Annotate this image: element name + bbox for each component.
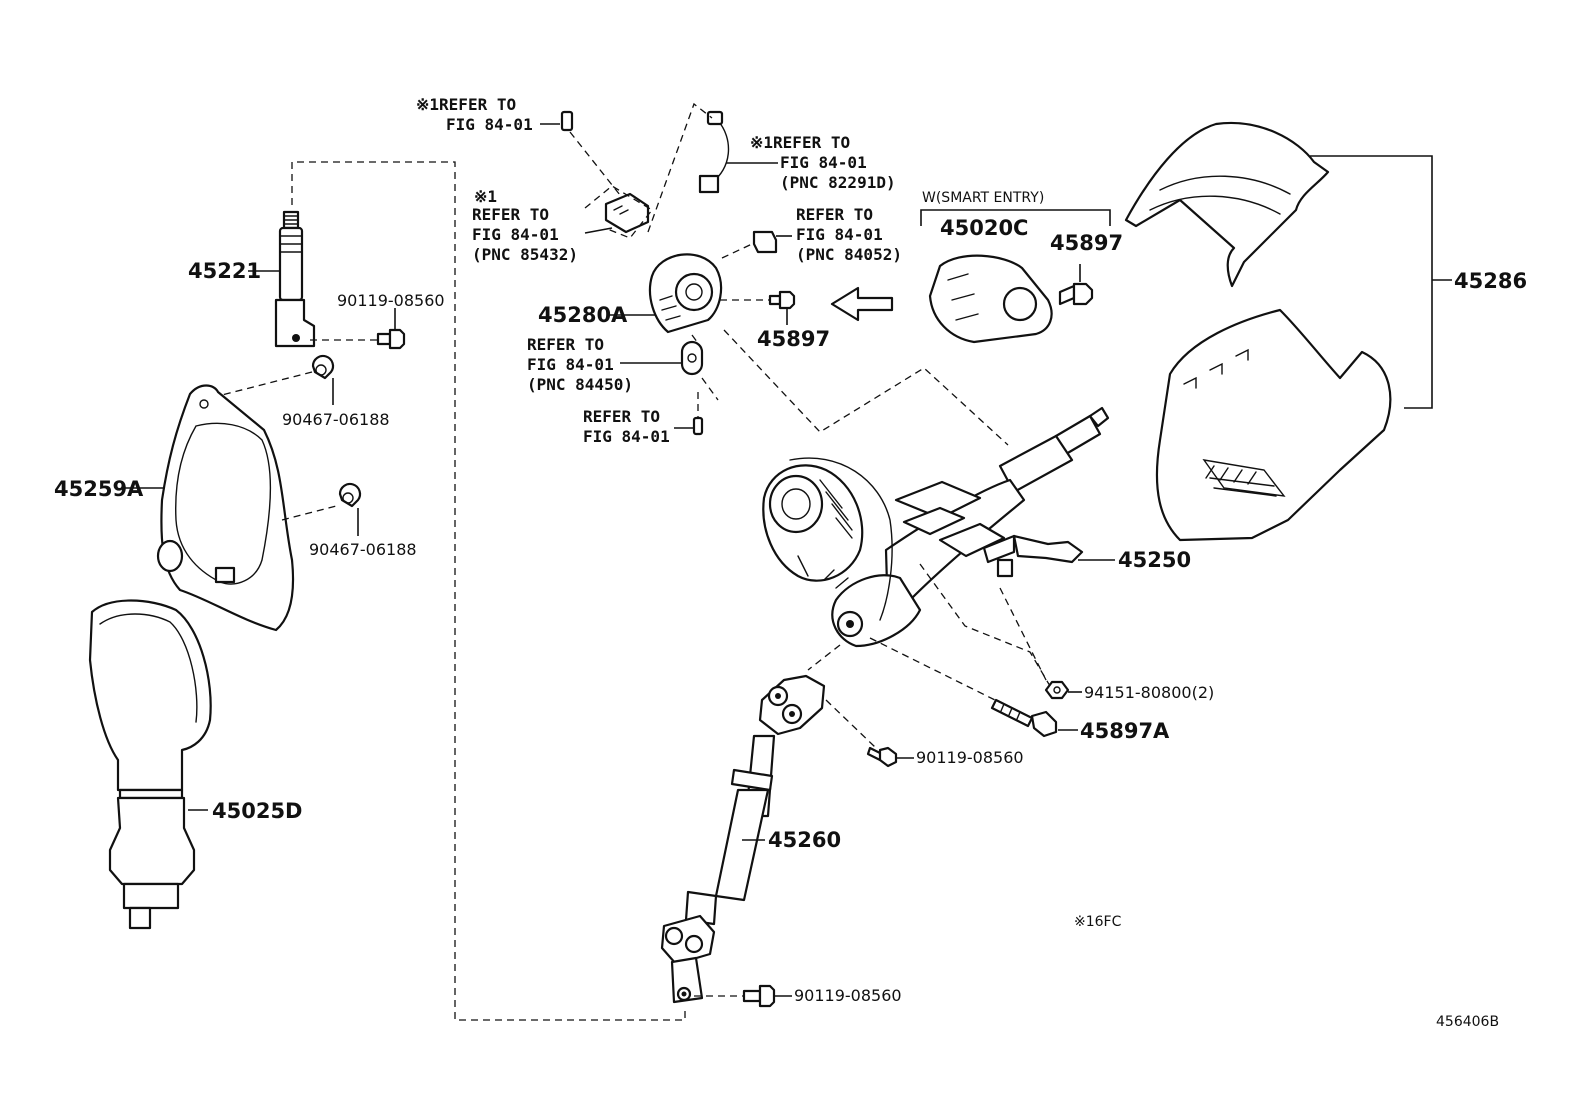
label-bolt-mid: 90119-08560 [916, 748, 1024, 767]
label-clip-lower: 90467-06188 [309, 540, 417, 559]
label-45897-right: 45897 [1050, 231, 1123, 255]
bolt-icon-bottom[interactable] [742, 984, 776, 1008]
label-nut: 94151-80800(2) [1084, 683, 1214, 702]
wire-82291D-drawing[interactable] [698, 110, 730, 194]
dash-column-nut2 [999, 587, 1049, 685]
lock-45020C-drawing[interactable] [928, 254, 1053, 344]
dash-column-bolt [869, 637, 996, 701]
label-bolt-bottom: 90119-08560 [794, 986, 902, 1005]
label-45897-left: 45897 [757, 327, 830, 351]
dash-box-85432 [584, 185, 653, 239]
label-45897A: 45897A [1080, 719, 1170, 743]
nut-icon[interactable] [1044, 680, 1070, 700]
dash-84052 [721, 243, 753, 259]
bolt-icon-mid[interactable] [866, 746, 898, 768]
label-45221: 45221 [188, 259, 261, 283]
ref4-line2: FIG 84-01 [796, 225, 883, 244]
dash-wire [647, 102, 713, 233]
bolt-icon-top[interactable] [376, 328, 406, 350]
dash-shaft-bolt-mid [825, 699, 877, 749]
cover-45259A-drawing[interactable] [156, 384, 295, 632]
dash-84450 [691, 334, 701, 347]
label-45280A: 45280A [538, 303, 628, 327]
ref2-line1: ※1REFER TO [750, 133, 850, 152]
leader-r3 [584, 227, 613, 234]
footnote: ※16FC [1074, 914, 1122, 930]
label-clip-upper: 90467-06188 [282, 410, 390, 429]
part-84450-drawing[interactable] [680, 340, 704, 376]
ref5-line1: REFER TO [527, 335, 604, 354]
ref1-line1: ※1REFER TO [416, 95, 516, 114]
screw-icon-top[interactable] [560, 110, 574, 132]
ref3-line4: (PNC 85432) [472, 245, 578, 264]
shaft-45260-drawing[interactable] [660, 674, 826, 1004]
switch-85432-drawing[interactable] [604, 192, 650, 234]
dash-clip-upper [217, 371, 313, 397]
label-45025D: 45025D [212, 799, 303, 823]
dashed-connector-45221 [291, 161, 686, 1021]
ref6-line2: FIG 84-01 [583, 427, 670, 446]
ref5-line3: (PNC 84450) [527, 375, 633, 394]
clip-icon-lower[interactable] [338, 482, 362, 508]
column-45250-drawing[interactable] [762, 406, 1110, 648]
bracket-smart-entry [920, 209, 1111, 226]
ref3-line1: ※1 [474, 187, 497, 206]
boot-45025D-drawing[interactable] [88, 599, 212, 930]
ref2-line2: FIG 84-01 [780, 153, 867, 172]
bolt-icon-45897-right[interactable] [1058, 282, 1094, 306]
shaft-45221-drawing[interactable] [274, 210, 316, 348]
label-bolt-top: 90119-08560 [337, 291, 445, 310]
ref4-line1: REFER TO [796, 205, 873, 224]
dash-screw-top [569, 131, 621, 196]
dash-84450-screw [701, 377, 719, 401]
bolt-icon-45897-left[interactable] [768, 290, 796, 310]
sensor-84052-drawing[interactable] [752, 230, 778, 254]
ref4-line3: (PNC 84052) [796, 245, 902, 264]
cover-45286-upper-drawing[interactable] [1124, 121, 1330, 288]
ref3-line2: REFER TO [472, 205, 549, 224]
diagram-code: 456406B [1436, 1014, 1499, 1030]
label-45250: 45250 [1118, 548, 1191, 572]
cover-45286-lower-drawing[interactable] [1155, 308, 1392, 542]
label-45020C: 45020C [940, 216, 1028, 240]
label-45286: 45286 [1454, 269, 1527, 293]
clip-icon-upper[interactable] [311, 354, 335, 380]
arrow-icon [830, 286, 894, 322]
screw-icon-lower[interactable] [692, 416, 704, 436]
label-45259A: 45259A [54, 477, 144, 501]
bolt-icon-45897A[interactable] [990, 698, 1058, 738]
ref3-line3: FIG 84-01 [472, 225, 559, 244]
lock-45280A-drawing[interactable] [648, 253, 723, 334]
dash-clip-lower [281, 504, 341, 521]
bracket-45286 [1310, 155, 1452, 409]
label-45260: 45260 [768, 828, 841, 852]
ref6-line1: REFER TO [583, 407, 660, 426]
ref1-line2: FIG 84-01 [446, 115, 533, 134]
dash-column-shaft [807, 644, 841, 671]
ref2-line3: (PNC 82291D) [780, 173, 896, 192]
label-smart-entry: W(SMART ENTRY) [922, 190, 1044, 206]
ref5-line2: FIG 84-01 [527, 355, 614, 374]
dash-column-nut [919, 563, 1051, 687]
